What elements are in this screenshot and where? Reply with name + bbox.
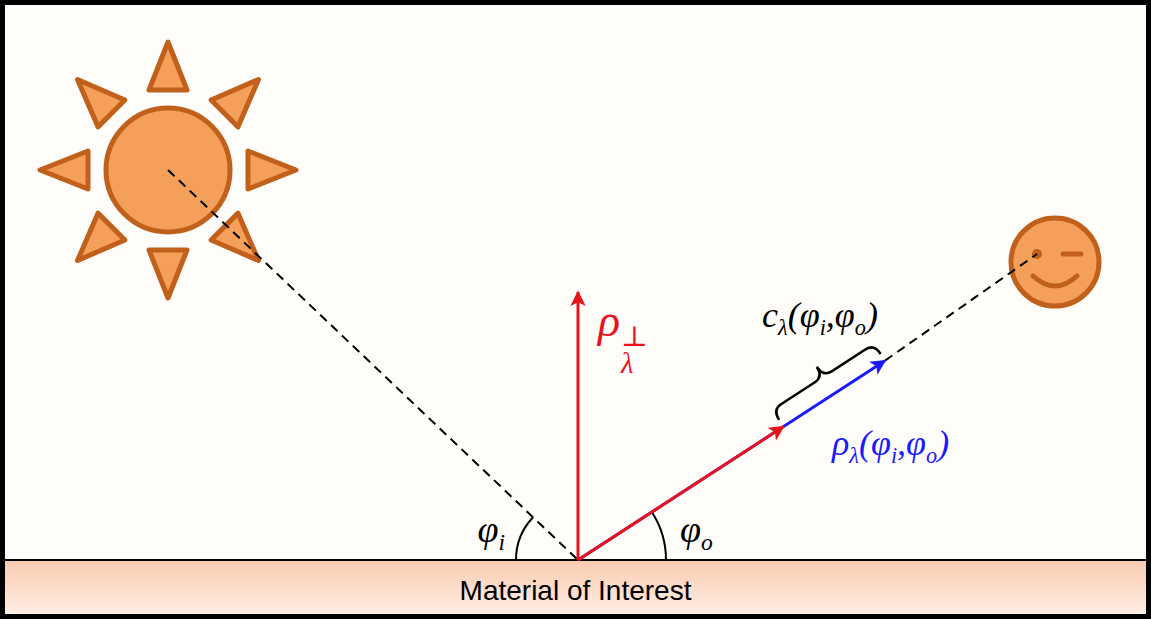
symbol-part: ρ: [832, 423, 849, 463]
reflectance-vector: [578, 361, 885, 560]
symbol-subscript: i: [891, 443, 897, 468]
normal-reflectance-symbol: ρλ⊥: [598, 296, 648, 377]
sun-ray: [77, 79, 124, 126]
symbol-part: (: [788, 295, 800, 335]
symbol-subscript: o: [855, 314, 866, 339]
symbol-part: c: [762, 295, 778, 335]
surface-line: [0, 559, 1151, 561]
symbol-subscript: i: [820, 314, 826, 339]
symbol-part: ρ: [598, 295, 620, 346]
symbol-part: φ: [835, 295, 855, 335]
curly-brace: [776, 347, 880, 419]
incident-ray: [168, 170, 578, 560]
sun-ray: [149, 42, 187, 90]
symbol-part: ): [866, 295, 878, 335]
observer-wink: [1063, 252, 1081, 257]
sun-ray: [211, 213, 258, 260]
symbol-subscript: o: [701, 529, 713, 555]
symbol-part: φ: [680, 508, 701, 550]
exit-angle-arc: [652, 512, 666, 560]
symbol-subscript: i: [498, 529, 505, 555]
symbol-subscript: λ: [778, 314, 788, 339]
normal-vector: [577, 292, 580, 560]
index-stack: λ⊥: [621, 323, 648, 377]
normal-reflectance-vector: [578, 427, 783, 560]
band-label: Material of Interest: [460, 575, 692, 607]
symbol-part: ): [937, 423, 949, 463]
symbol-subscript: o: [926, 443, 937, 468]
symbol-part: φ: [800, 295, 820, 335]
symbol-part: ,: [897, 423, 906, 463]
sun-ray: [248, 151, 296, 189]
exit-angle-label: φo: [680, 509, 713, 556]
material-band: Material of Interest: [0, 562, 1151, 619]
observer-smile: [1033, 276, 1077, 286]
symbol-part: φ: [477, 508, 498, 550]
view-ray: [885, 254, 1037, 361]
sun-ray: [77, 213, 124, 260]
symbol-part: φ: [871, 423, 891, 463]
symbol-part: φ: [906, 423, 926, 463]
symbol-subscript: λ: [849, 443, 859, 468]
sun-ray: [211, 79, 258, 126]
symbol-index: λ: [621, 350, 648, 377]
symbol-part: ,: [826, 295, 835, 335]
reflectance-label: ρλ(φi,φo): [832, 424, 949, 468]
material-band-fill: [0, 560, 1151, 619]
incident-angle-arc: [516, 517, 533, 560]
incident-angle-label: φi: [477, 509, 505, 556]
symbol-part: (: [859, 423, 871, 463]
symbol-index: ⊥: [621, 323, 648, 350]
sun-ray: [40, 151, 88, 189]
correction-factor-label: cλ(φi,φo): [762, 296, 878, 340]
sun-ray: [149, 250, 187, 298]
